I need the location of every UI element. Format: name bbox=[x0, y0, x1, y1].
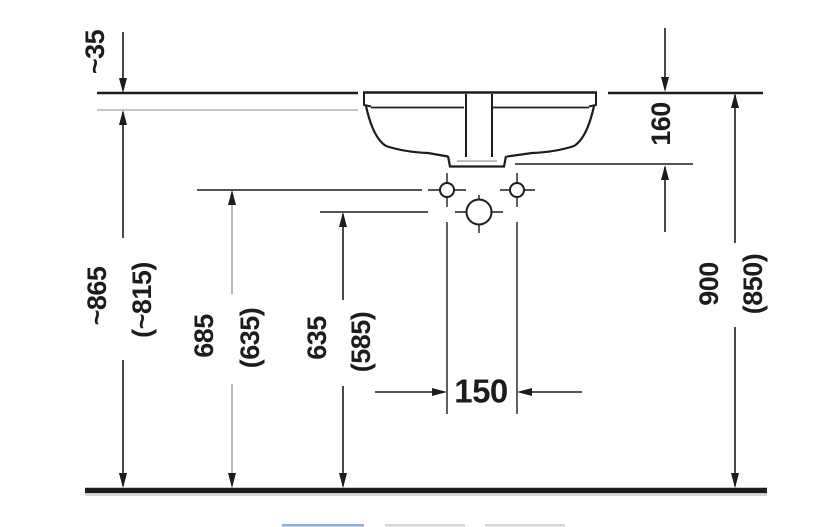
basin-drain-foot bbox=[446, 155, 508, 168]
fixing-hole-left bbox=[439, 182, 455, 198]
dim-label-fixing-depth: 160 bbox=[646, 102, 676, 146]
dim-685-arrow-down bbox=[228, 473, 236, 488]
floor bbox=[85, 487, 767, 496]
mask-900 bbox=[694, 243, 774, 327]
dim-label-floor-to-top: 900 bbox=[694, 262, 724, 306]
fixing-hole-right bbox=[509, 182, 525, 198]
mask-635 bbox=[300, 300, 378, 386]
mask-865 bbox=[78, 238, 166, 360]
washbasin-outline bbox=[363, 91, 597, 168]
dim-160-arrow-up bbox=[661, 165, 669, 180]
dim-label-floor-to-top-alt: (850) bbox=[738, 254, 768, 315]
basin-bowl-left bbox=[364, 105, 449, 158]
dim-900-arrow-down bbox=[731, 473, 739, 488]
basin-bowl-right bbox=[506, 105, 596, 158]
dim-865-arrow-up bbox=[119, 110, 127, 125]
dim-label-floor-to-tap-hole: 635 bbox=[302, 316, 332, 360]
tap-hole bbox=[465, 198, 493, 226]
carousel-indicator-3[interactable] bbox=[485, 524, 565, 527]
dim-150-arrow-left bbox=[517, 388, 532, 396]
dim-35-arrow-down bbox=[119, 78, 127, 93]
dim-635-arrow-up bbox=[339, 212, 347, 227]
label-masks bbox=[78, 238, 774, 386]
carousel-indicator-2[interactable] bbox=[385, 524, 465, 527]
extension-lines bbox=[197, 163, 693, 414]
dim-635-arrow-down bbox=[339, 473, 347, 488]
dim-label-floor-to-fixing-holes: 685 bbox=[189, 314, 219, 358]
dimension-labels: ~35 ~865 (~815) 685 (635) 635 (585) 160 … bbox=[80, 29, 768, 409]
dim-label-floor-to-tap-hole-alt: (585) bbox=[346, 312, 376, 373]
dim-label-floor-to-underside-alt: (~815) bbox=[127, 262, 157, 338]
carousel-indicator-1-active[interactable] bbox=[282, 524, 364, 527]
mask-685 bbox=[188, 294, 266, 384]
basin-rim-left-cap bbox=[363, 93, 372, 108]
dim-label-console-thickness: ~35 bbox=[80, 29, 110, 74]
dimension-lines bbox=[119, 28, 739, 488]
dim-150-arrow-right bbox=[432, 388, 447, 396]
dim-label-floor-to-fixing-holes-alt: (635) bbox=[235, 308, 265, 369]
console-countertop bbox=[97, 91, 763, 111]
mounting-holes bbox=[428, 173, 535, 233]
dim-160-arrow-down bbox=[661, 77, 669, 92]
carousel-indicators bbox=[282, 524, 565, 527]
dim-label-floor-to-underside: ~865 bbox=[82, 266, 112, 325]
dim-865-arrow-down bbox=[119, 473, 127, 488]
dim-900-arrow-up bbox=[731, 93, 739, 108]
basin-rim-right-cap bbox=[588, 93, 597, 108]
dim-label-hole-spacing: 150 bbox=[454, 373, 508, 410]
dim-685-arrow-up bbox=[228, 190, 236, 205]
